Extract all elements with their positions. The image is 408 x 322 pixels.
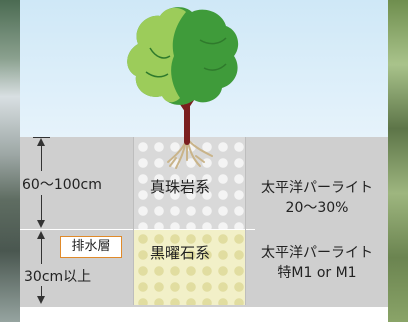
upper-dimension-line-bottom: [41, 195, 42, 221]
upper-product-label: 太平洋パーライト 20〜30%: [246, 178, 388, 218]
upper-dimension-top-tick: [33, 137, 50, 138]
perlite-layer: [133, 137, 245, 229]
lower-depth-label: 30cm以上: [24, 269, 92, 285]
obsidian-material-label: 黒曜石系: [150, 244, 211, 262]
lower-product-grade: 特M1 or M1: [277, 265, 357, 281]
layer-divider: [20, 229, 255, 230]
lower-dimension-line-bottom: [41, 286, 42, 296]
lower-dimension-arrow-up: [37, 231, 45, 239]
lower-product-label: 太平洋パーライト 特M1 or M1: [246, 243, 388, 283]
tree-roots: [167, 140, 213, 169]
drainage-layer-tag: 排水層: [60, 236, 122, 258]
lower-dimension-line-top: [41, 238, 42, 264]
obsidian-layer: [133, 229, 245, 305]
lower-product-name: 太平洋パーライト: [261, 245, 373, 261]
upper-product-ratio: 20〜30%: [285, 200, 349, 216]
tree-foliage: [127, 7, 239, 105]
upper-dimension-line-top: [41, 146, 42, 171]
lower-dimension-arrow-down: [37, 296, 45, 304]
background-photo-right: [388, 0, 408, 322]
column-divider-left: [133, 137, 134, 305]
upper-dimension-arrow-up: [37, 138, 45, 146]
perlite-material-label: 真珠岩系: [150, 178, 211, 196]
background-photo-left: [0, 0, 20, 322]
column-divider-right: [245, 137, 246, 305]
bottom-strip: [20, 307, 388, 322]
upper-product-name: 太平洋パーライト: [261, 180, 373, 196]
upper-depth-label: 60〜100cm: [22, 177, 102, 193]
upper-dimension-arrow-down: [37, 220, 45, 228]
